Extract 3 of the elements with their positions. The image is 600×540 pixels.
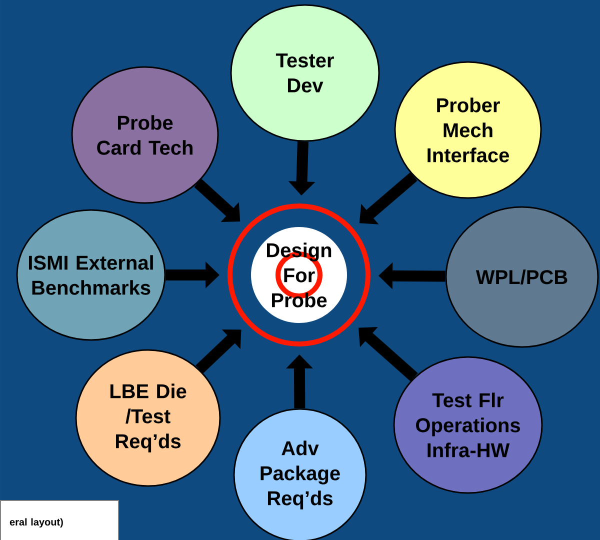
note-box: eral layout) (0, 500, 119, 540)
block-arrow (358, 327, 418, 382)
block-arrow (196, 330, 242, 374)
